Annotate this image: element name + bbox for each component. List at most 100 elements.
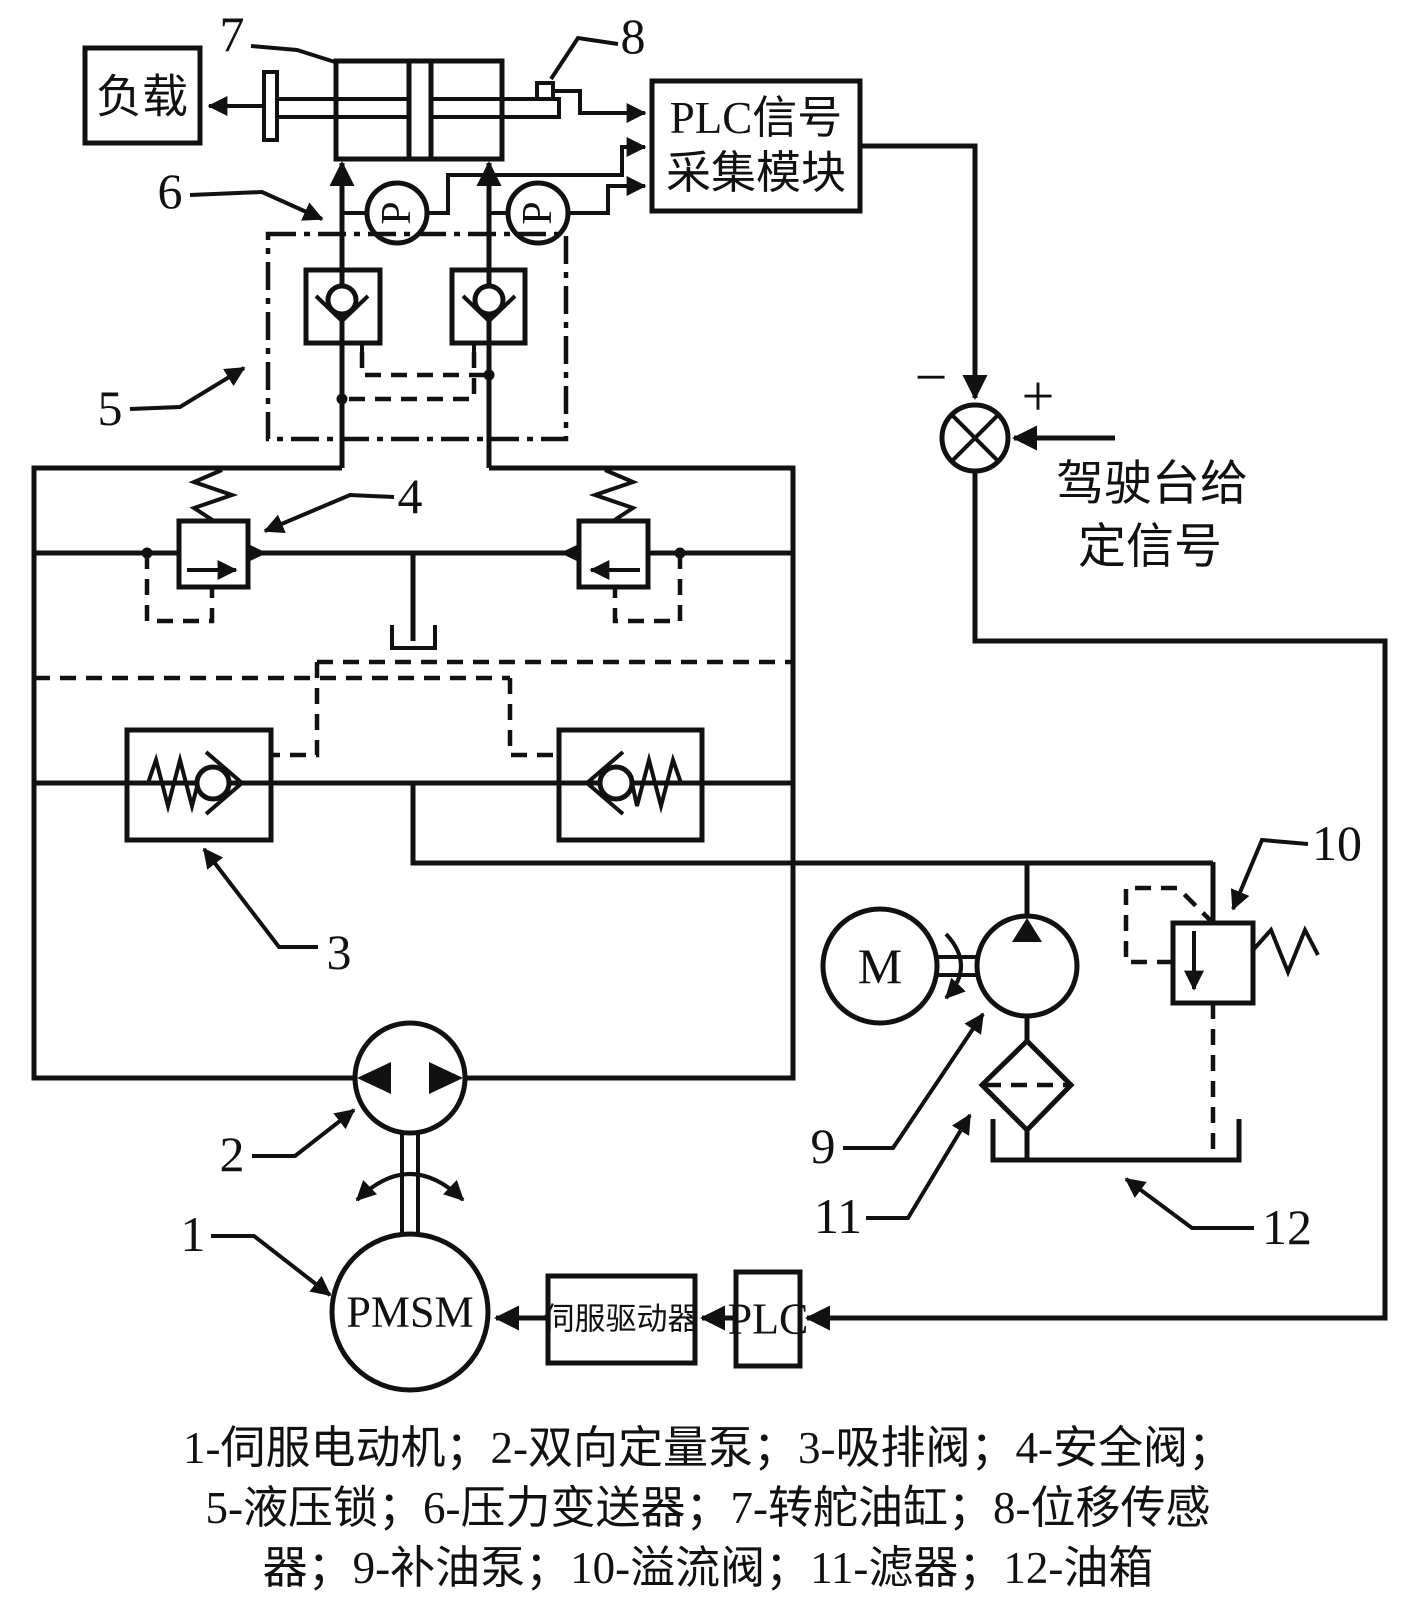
pmsm-label: PMSM <box>346 1288 473 1337</box>
pt-right-signal-line <box>568 176 647 215</box>
callout-1: 1 <box>181 1206 206 1262</box>
callout-4: 4 <box>398 468 423 524</box>
load-box: 负载 <box>82 45 203 146</box>
leader-10 <box>1230 837 1309 911</box>
caption-line-2: 5-液压锁；6-压力变送器；7-转舵油缸；8-位移传感 <box>206 1483 1211 1533</box>
charge-pump-triangle-icon <box>1012 918 1042 942</box>
suction-pilot-upper-v <box>272 662 320 758</box>
cylinder-piston <box>406 58 434 162</box>
suction-left-spring-icon <box>146 752 200 814</box>
leader-5 <box>129 366 246 411</box>
callout-11: 11 <box>814 1188 862 1244</box>
control-chain: PLC 伺服驱动器 <box>493 1269 809 1369</box>
console-signal-line2: 定信号 <box>1078 521 1222 574</box>
servo-driver-label: 伺服驱动器 <box>544 1302 699 1337</box>
lock-check-left-box <box>303 267 383 346</box>
callout-6: 6 <box>158 163 183 219</box>
leader-2 <box>252 1108 356 1158</box>
relief-spring-icon <box>1251 925 1320 978</box>
callout-9: 9 <box>811 1118 836 1174</box>
leader-8 <box>549 35 619 81</box>
block-right-run <box>465 465 796 1081</box>
suction-valves <box>34 659 1213 866</box>
suction-right-seat-icon <box>583 750 625 816</box>
callout-2: 2 <box>220 1126 245 1182</box>
suction-right-spring-icon <box>630 752 683 814</box>
safety-right-outlet-tip <box>560 544 579 562</box>
callout-8: 8 <box>621 8 646 64</box>
plc-module-line2: 采集模块 <box>666 148 846 198</box>
suction-pilot-lower-v <box>507 678 558 758</box>
lock-check-left-ball-icon <box>325 283 359 317</box>
steering-cylinder <box>207 58 647 162</box>
oil-tank-icon <box>990 1119 1242 1163</box>
suction-left-seat-icon <box>204 750 246 816</box>
sum-minus-label: − <box>915 345 948 410</box>
valve-block-lines <box>31 465 796 1081</box>
load-box-frame <box>82 45 203 146</box>
safety-left-pilot <box>144 553 215 624</box>
lock-check-right-box <box>449 267 528 346</box>
callout-5: 5 <box>98 380 123 436</box>
block-left-run <box>31 465 355 1081</box>
sensor-signal-line <box>553 89 647 123</box>
plc-signal-module: PLC信号 采集模块 <box>649 78 863 214</box>
lock-enclosure <box>265 231 569 442</box>
pt-left-signal-line <box>427 137 647 215</box>
relief-pilot-line <box>1123 885 1213 965</box>
leader-9 <box>843 1012 985 1150</box>
safety-tank-icon <box>390 625 437 650</box>
pressure-transmitters: P P <box>342 137 647 246</box>
displacement-sensor-block <box>535 81 555 101</box>
pt-right-label: P <box>515 201 561 224</box>
lock-pilot-junction-a <box>336 393 348 405</box>
leader-4 <box>263 492 395 534</box>
safety-left-spring-icon <box>188 468 239 523</box>
callout-12: 12 <box>1262 1199 1312 1255</box>
callout-10: 10 <box>1312 815 1362 871</box>
leader-1 <box>211 1234 332 1297</box>
plc-module-line1: PLC信号 <box>670 93 843 143</box>
lock-check-right-ball-icon <box>472 283 506 317</box>
pt-left-label: P <box>374 201 420 224</box>
pmsm-circle <box>329 1231 491 1393</box>
leader-6 <box>189 189 324 221</box>
leader-7 <box>250 44 336 64</box>
console-signal-line1: 驾驶台给 <box>1056 458 1248 511</box>
safety-left-outlet-tip <box>248 544 267 562</box>
sum-plus-label: + <box>1022 364 1055 429</box>
charge-line <box>410 783 1213 866</box>
pump-triangle-left-icon <box>357 1062 391 1094</box>
safety-valves <box>34 468 793 650</box>
leader-3 <box>202 847 318 949</box>
relief-valve-box <box>1170 920 1256 1006</box>
servo-driver-box <box>545 1273 698 1366</box>
lock-check-right-seat-icon <box>461 294 517 324</box>
callout-7: 7 <box>220 6 245 62</box>
safety-right-pilot <box>612 553 683 624</box>
callout-3: 3 <box>327 924 352 980</box>
lock-pilot-left-line <box>359 352 489 378</box>
lock-check-left-seat-icon <box>314 294 370 324</box>
leader-12 <box>1124 1177 1254 1230</box>
pump-circle-icon <box>352 1020 468 1136</box>
sum-cross-2 <box>950 413 1000 463</box>
aux-rotation-arrow <box>944 932 966 1000</box>
lock-pilot-junction-b <box>483 369 495 381</box>
feedback-to-sum-line <box>860 143 988 401</box>
hydraulic-lock <box>265 231 569 442</box>
summing-junction: − + 驾驶台给 定信号 <box>804 143 1388 1331</box>
suction-left-ball-icon <box>194 764 232 802</box>
leader-11 <box>866 1113 972 1220</box>
safety-left-box <box>176 518 251 590</box>
main-pump: PMSM <box>329 1020 491 1393</box>
figure-caption: 1-伺服电动机；2-双向定量泵；3-吸排阀；4-安全阀； 5-液压锁；6-压力变… <box>183 1423 1233 1593</box>
callouts: 7 8 6 5 4 3 2 1 9 10 11 12 <box>98 6 1362 1297</box>
suction-right-box <box>556 727 705 843</box>
bidirectional-rotation-arrow <box>355 1172 465 1202</box>
safety-right-box <box>576 518 651 590</box>
plc-label: PLC <box>728 1295 809 1344</box>
suction-right-ball-icon <box>597 764 635 802</box>
